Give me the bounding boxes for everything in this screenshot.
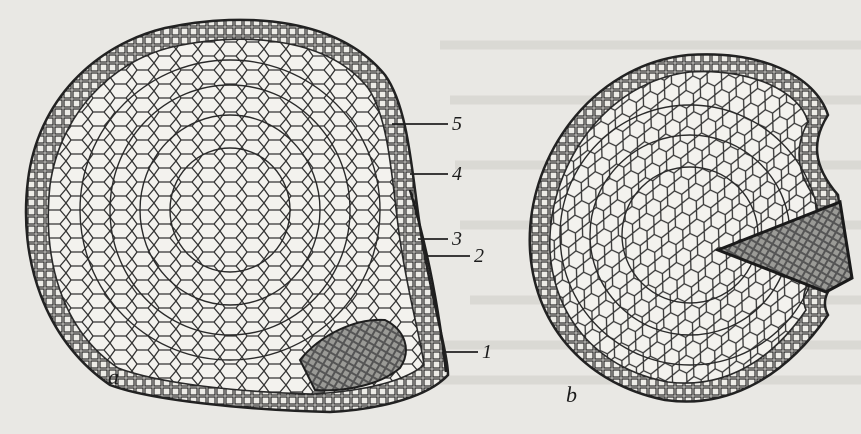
callout-5: 5 [452,113,462,135]
panel-b: b [530,54,852,407]
panel-a: 5 4 3 2 1 a [26,20,492,412]
callout-3: 3 [451,228,462,250]
panel-b-label: b [566,382,577,407]
panel-a-label: a [108,364,119,389]
callout-4: 4 [452,163,462,185]
callout-1: 1 [482,341,492,363]
callout-2: 2 [474,245,484,267]
